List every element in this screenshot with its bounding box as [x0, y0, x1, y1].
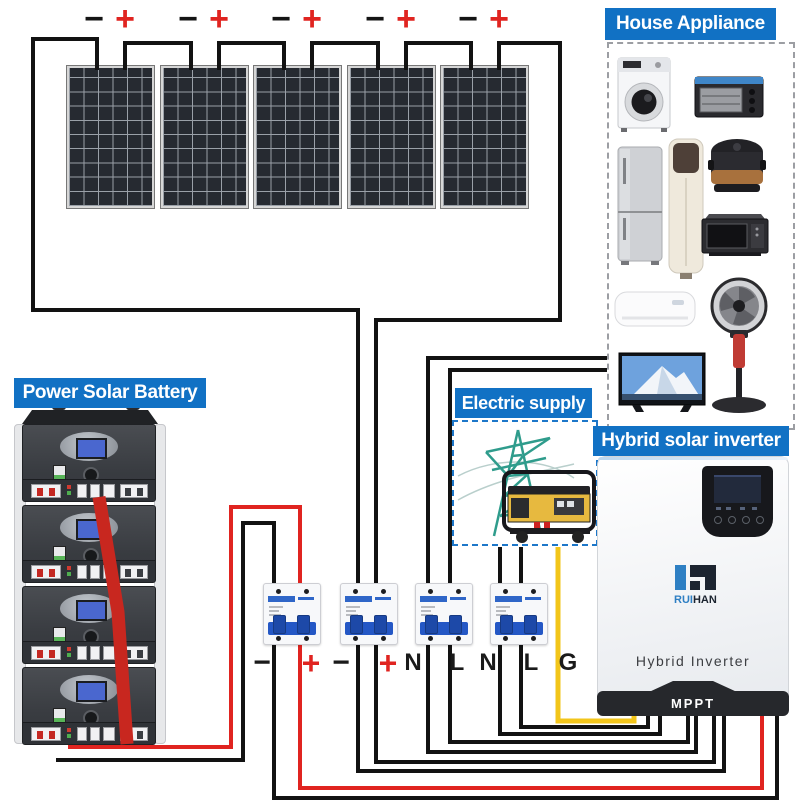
pv-bridge-wire-3	[310, 41, 380, 70]
terminal-label-n-1: N	[404, 649, 422, 676]
inverter-indicator	[716, 507, 721, 510]
washing-machine-icon	[617, 57, 671, 132]
pv-bridge-wire-2	[217, 41, 286, 70]
terminal-label-plus-2: +	[378, 645, 398, 681]
panel1-plus-label: +	[115, 0, 135, 38]
inverter-model-label: Hybrid Inverter	[635, 653, 751, 669]
battery-series-cable	[92, 495, 134, 745]
breaker-pv	[340, 583, 398, 645]
refrigerator-icon	[617, 146, 663, 265]
solar-panel-3	[253, 65, 342, 209]
breaker3-load-n-wire	[426, 356, 607, 584]
breaker3-out-l-wire	[448, 644, 690, 744]
rice-cooker-icon	[708, 139, 766, 192]
battery-rail-left	[14, 424, 26, 744]
battery-rail-right	[154, 424, 166, 744]
panel4-minus-label: −	[365, 0, 385, 38]
battery-terminal-strip	[23, 479, 155, 501]
toaster-oven-icon	[694, 76, 764, 118]
terminal-label-plus-1: +	[301, 645, 321, 681]
pv-bridge-wire-1	[123, 41, 193, 70]
battery-header: Power Solar Battery	[14, 378, 206, 408]
breaker1-negative-out	[272, 644, 779, 800]
breaker3-load-l-wire	[448, 368, 607, 584]
svg-text:RUIHAN: RUIHAN	[674, 594, 717, 606]
panel4-plus-label: +	[396, 0, 416, 38]
breaker-battery	[263, 583, 321, 645]
ruihan-logo: RUIHAN	[674, 565, 717, 606]
terminal-label-l-2: L	[523, 649, 539, 676]
wall-ac-icon	[614, 291, 696, 327]
inverter-control-panel	[702, 466, 773, 537]
inverter-header: Hybrid solar inverter	[593, 426, 789, 456]
solar-panel-4	[347, 65, 436, 209]
breaker4-out-n-wire	[498, 644, 662, 736]
panel2-plus-label: +	[209, 0, 229, 38]
microwave-icon	[701, 214, 769, 256]
pv-bridge-wire-4	[404, 41, 473, 70]
solar-panel-1	[66, 65, 155, 209]
electric-supply-box	[452, 420, 598, 546]
breaker2-right-wire	[374, 644, 716, 764]
battery-negative-wire	[56, 521, 276, 762]
battery-module-4	[22, 667, 156, 745]
panel1-minus-label: −	[84, 0, 104, 38]
battery-positive-wire	[68, 505, 302, 749]
breaker3-out-n-wire	[426, 644, 698, 754]
breaker-load	[415, 583, 473, 645]
svg-text:MPPT: MPPT	[671, 696, 715, 711]
terminal-label-g: G	[558, 649, 578, 676]
floor-ac-icon	[668, 138, 704, 279]
panel3-plus-label: +	[302, 0, 322, 38]
battery-module-1	[22, 424, 156, 502]
breaker1-positive-out	[298, 644, 764, 790]
terminal-label-l-1: L	[449, 649, 465, 676]
electric-supply-header: Electric supply	[455, 388, 592, 418]
panel5-plus-label: +	[489, 0, 509, 38]
panel2-minus-label: −	[178, 0, 198, 38]
generator-icon	[502, 470, 596, 543]
inverter-mppt-band: MPPT	[597, 681, 789, 716]
solar-panel-5	[440, 65, 529, 209]
breaker2-left-wire	[356, 644, 726, 773]
house-appliance-header: House Appliance	[605, 8, 776, 40]
panel3-minus-label: −	[271, 0, 291, 38]
pv-negative-wire	[31, 37, 360, 584]
panel5-minus-label: −	[458, 0, 478, 38]
breaker-grid	[490, 583, 548, 645]
television-icon	[618, 352, 706, 412]
inverter-button	[714, 516, 722, 524]
terminal-label-minus-2: −	[332, 646, 350, 679]
pv-positive-wire	[374, 41, 562, 584]
hybrid-inverter: RUIHAN Hybrid Inverter MPPT	[597, 456, 789, 716]
inverter-top-trim	[598, 457, 788, 460]
ground-wire	[555, 547, 637, 724]
stand-fan-icon	[710, 277, 768, 413]
terminal-label-n-2: N	[479, 649, 497, 676]
inverter-lcd-screen	[714, 475, 761, 503]
solar-panel-2	[160, 65, 249, 209]
battery-lcd-screen	[76, 438, 107, 459]
terminal-label-minus-1: −	[253, 646, 271, 679]
breaker4-out-l-wire	[519, 644, 650, 729]
